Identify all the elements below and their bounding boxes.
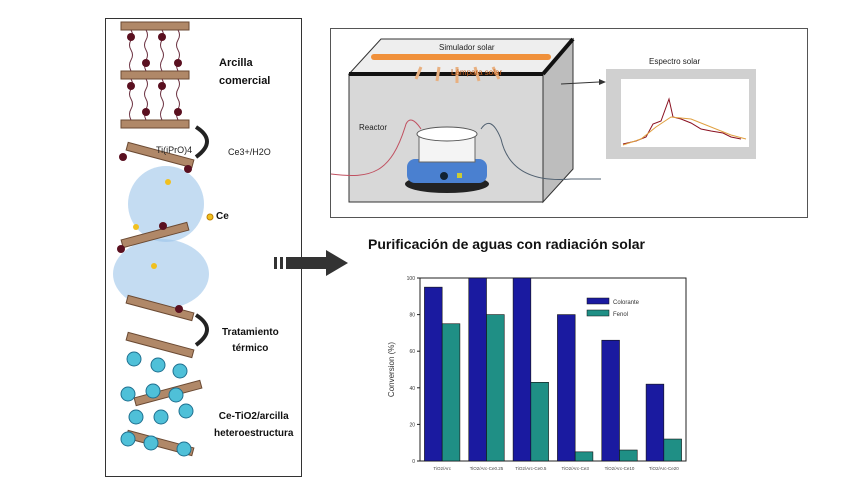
bar-fenol bbox=[663, 438, 682, 462]
heterostructure-icon bbox=[120, 331, 203, 457]
simulator-label: Simulador solar bbox=[439, 43, 495, 52]
bar-fenol bbox=[574, 451, 594, 462]
bar-colorante bbox=[512, 277, 532, 462]
ce-label: Ce bbox=[216, 211, 229, 222]
spectrum-label: Espectro solar bbox=[649, 57, 701, 66]
clay-layers-icon bbox=[120, 21, 190, 129]
x-tick-label: TiO2/Arc-Ce0.25 bbox=[470, 466, 504, 471]
bar-fenol bbox=[619, 449, 638, 462]
bar-fenol bbox=[486, 314, 505, 462]
ce-dot-icon bbox=[206, 213, 214, 221]
bar-colorante bbox=[468, 277, 487, 462]
legend-swatch bbox=[586, 309, 610, 317]
legend-label: Fenol bbox=[613, 312, 628, 318]
x-tick-label: TiO2/Arc bbox=[433, 466, 451, 471]
synthesis-illustration bbox=[113, 21, 214, 457]
curved-arrow-icon bbox=[194, 125, 209, 159]
solar-simulator-panel: Simulador solar Lámpara solar Reactor Es… bbox=[330, 28, 808, 218]
legend-swatch bbox=[586, 297, 610, 305]
y-tick-label: 80 bbox=[409, 313, 415, 319]
reagent-ce-label: Ce3+/H2O bbox=[228, 147, 271, 157]
bar-colorante bbox=[601, 339, 620, 462]
legend-label: Colorante bbox=[613, 300, 640, 306]
right-arrow-icon bbox=[274, 250, 348, 276]
x-tick-label: TiO2/Arc-Ce10 bbox=[605, 466, 635, 471]
y-axis-label: Conversion (%) bbox=[387, 342, 396, 397]
solar-spectrum-chart-icon bbox=[606, 69, 756, 159]
y-tick-label: 100 bbox=[407, 276, 416, 282]
bar-fenol bbox=[441, 323, 461, 462]
reactor-label: Reactor bbox=[359, 123, 388, 132]
main-title: Purificación de aguas con radiación sola… bbox=[368, 236, 645, 252]
x-tick-label: TiO2/Arc-Ce20 bbox=[649, 466, 679, 471]
x-tick-label: TiO2/Arc-Ce0.5 bbox=[515, 466, 547, 471]
reagent-ti-label: Ti(iPrO)4 bbox=[156, 145, 193, 155]
solar-simulator-illustration bbox=[330, 37, 756, 204]
y-tick-label: 20 bbox=[409, 422, 415, 428]
bar-colorante bbox=[557, 314, 576, 462]
reactor-icon bbox=[405, 126, 489, 193]
bar-fenol bbox=[530, 382, 549, 462]
curved-arrow-icon bbox=[194, 313, 209, 347]
intercalated-clay-icon bbox=[113, 141, 209, 322]
y-tick-label: 60 bbox=[409, 349, 415, 355]
bar-colorante bbox=[424, 286, 443, 462]
y-tick-label: 40 bbox=[409, 386, 415, 392]
bar-colorante bbox=[645, 383, 665, 462]
y-tick-label: 0 bbox=[412, 459, 415, 465]
lamp-icon bbox=[371, 54, 551, 60]
lamp-label: Lámpara solar bbox=[451, 68, 503, 77]
plot-frame bbox=[419, 277, 687, 462]
x-tick-label: TiO2/Arc-Ce3 bbox=[561, 466, 589, 471]
